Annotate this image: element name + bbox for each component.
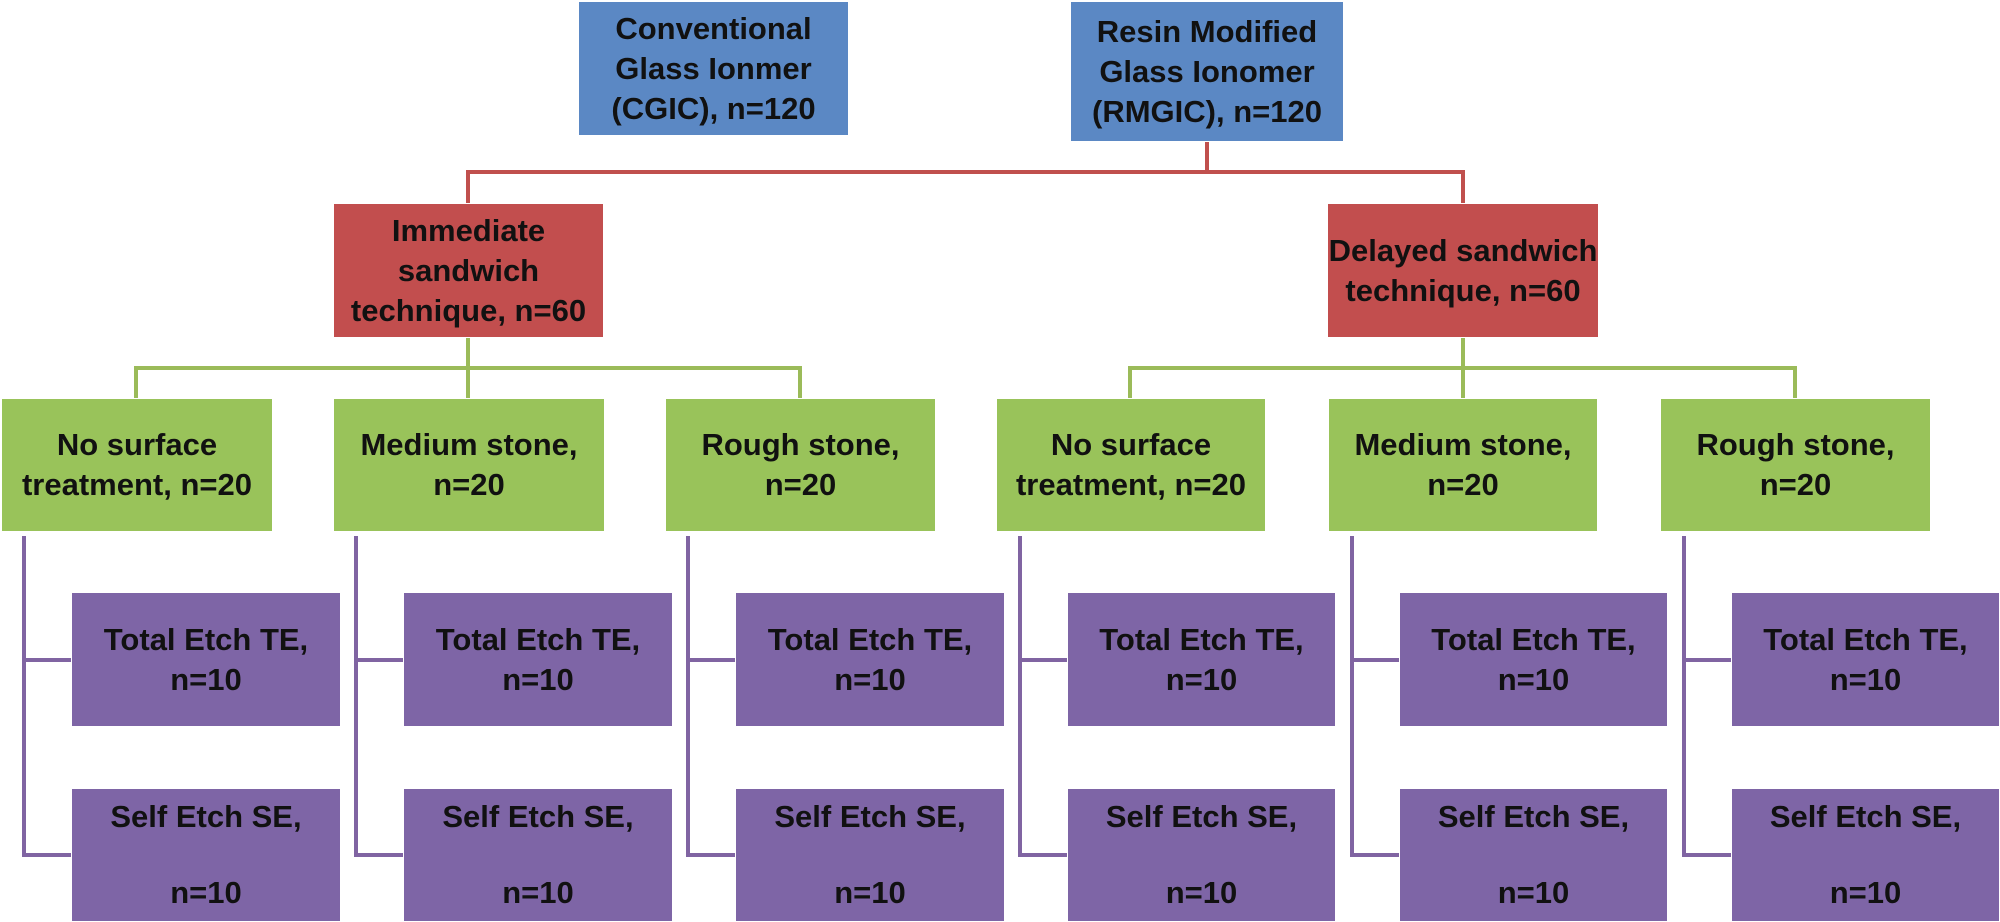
material-box-rmgic: Resin Modified Glass Ionomer (RMGIC), n=…	[1071, 2, 1343, 141]
adhesive-connectors	[22, 536, 1731, 857]
adhesive-bracket	[1018, 536, 1067, 857]
total-etch-box: Total Etch TE, n=10	[1400, 593, 1667, 726]
total-etch-box: Total Etch TE, n=10	[1732, 593, 1999, 726]
adhesive-bracket	[22, 536, 71, 857]
self-etch-box: Self Etch SE, n=10	[72, 789, 340, 921]
self-etch-box: Self Etch SE, n=10	[1068, 789, 1335, 921]
surface-box-no-treatment-delayed: No surface treatment, n=20	[997, 399, 1265, 531]
technique-connectors	[466, 142, 1465, 203]
surface-connectors	[134, 338, 1797, 398]
adhesive-bracket	[1682, 536, 1731, 857]
surface-box-no-treatment-immediate: No surface treatment, n=20	[2, 399, 272, 531]
technique-box-immediate: Immediate sandwich technique, n=60	[334, 204, 603, 337]
surface-box-rough-stone-immediate: Rough stone, n=20	[666, 399, 935, 531]
total-etch-box: Total Etch TE, n=10	[72, 593, 340, 726]
total-etch-box: Total Etch TE, n=10	[736, 593, 1004, 726]
adhesive-bracket	[354, 536, 403, 857]
surface-box-medium-stone-immediate: Medium stone, n=20	[334, 399, 604, 531]
self-etch-box: Self Etch SE, n=10	[1400, 789, 1667, 921]
self-etch-box: Self Etch SE, n=10	[404, 789, 672, 921]
surface-box-medium-stone-delayed: Medium stone, n=20	[1329, 399, 1597, 531]
technique-box-delayed: Delayed sandwich technique, n=60	[1328, 204, 1598, 337]
self-etch-box: Self Etch SE, n=10	[1732, 789, 1999, 921]
material-box-cgic: Conventional Glass Ionmer (CGIC), n=120	[579, 2, 848, 135]
self-etch-box: Self Etch SE, n=10	[736, 789, 1004, 921]
surface-box-rough-stone-delayed: Rough stone, n=20	[1661, 399, 1930, 531]
adhesive-bracket	[1350, 536, 1399, 857]
total-etch-box: Total Etch TE, n=10	[404, 593, 672, 726]
total-etch-box: Total Etch TE, n=10	[1068, 593, 1335, 726]
adhesive-bracket	[686, 536, 735, 857]
